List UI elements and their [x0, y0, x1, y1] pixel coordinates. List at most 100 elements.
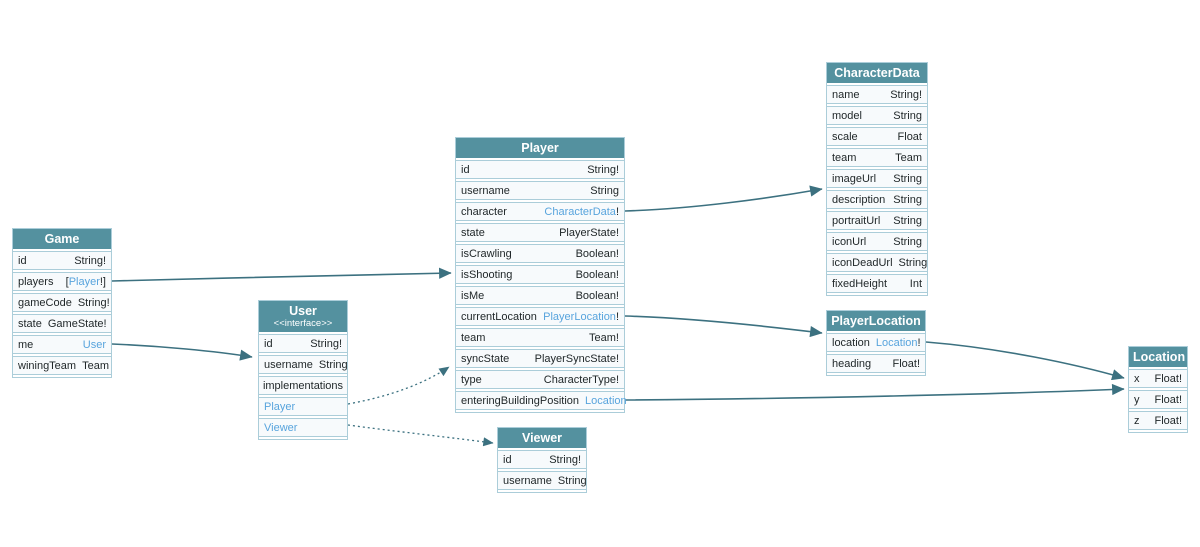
field-row-isme[interactable]: isMe Boolean! — [456, 286, 624, 305]
table-header[interactable]: Game — [13, 229, 111, 249]
field-type: String — [893, 193, 922, 206]
type-link-user[interactable]: User — [82, 338, 106, 351]
field-row-currentlocation[interactable]: currentLocation PlayerLocation! — [456, 307, 624, 326]
type-suffix: ! — [917, 336, 921, 349]
field-name: currentLocation — [461, 310, 537, 323]
field-type: String — [318, 358, 348, 371]
table-header[interactable]: User<<interface>> — [259, 301, 347, 332]
type-link-player[interactable]: Player — [68, 275, 100, 288]
type-link-location[interactable]: Location — [585, 394, 627, 407]
field-type: Boolean! — [575, 289, 619, 302]
edge-user-player-to-player — [347, 366, 450, 405]
type-suffix: ! — [615, 205, 619, 218]
field-type: PlayerSyncState! — [534, 352, 619, 365]
type-link-location[interactable]: Location — [875, 336, 918, 349]
field-name: isMe — [461, 289, 485, 302]
implementation-row-viewer[interactable]: Viewer — [259, 418, 347, 437]
field-type: String — [557, 474, 587, 487]
field-type: [Player!] — [66, 276, 106, 288]
field-row-players[interactable]: players[Player!] — [13, 272, 111, 291]
implementations-row[interactable]: implementations — [259, 376, 347, 395]
edge-playerlocation-location-to-location — [925, 341, 1125, 381]
field-name: portraitUrl — [832, 214, 881, 227]
field-name: x — [1134, 372, 1140, 385]
field-name: scale — [832, 130, 858, 143]
type-link-characterdata[interactable]: CharacterData — [544, 205, 616, 218]
table-header[interactable]: CharacterData — [827, 63, 927, 83]
table-title: User — [289, 304, 317, 318]
table-header[interactable]: Player — [456, 138, 624, 158]
type-link-playerlocation[interactable]: PlayerLocation — [543, 310, 616, 323]
type-suffix: !] — [99, 275, 106, 288]
field-type: PlayerLocation! — [543, 311, 619, 323]
field-row-x[interactable]: x Float! — [1129, 369, 1187, 388]
implementation-link[interactable]: Viewer — [264, 421, 298, 434]
field-name: imageUrl — [832, 172, 877, 185]
field-name: name — [832, 88, 860, 101]
table-header[interactable]: Viewer — [498, 428, 586, 448]
field-name: id — [18, 254, 27, 267]
field-name: team — [461, 331, 486, 344]
implementation-row-player[interactable]: Player — [259, 397, 347, 416]
field-name: iconDeadUrl — [832, 256, 893, 269]
implementation-link[interactable]: Player — [264, 400, 296, 413]
table-title: Game — [44, 232, 80, 246]
field-type: String! — [310, 337, 342, 350]
field-name: username — [461, 184, 510, 197]
type-prefix: [ — [65, 275, 69, 288]
field-type: Team — [82, 359, 109, 372]
table-header[interactable]: Location — [1129, 347, 1187, 367]
edge-game-me-to-user — [111, 343, 253, 361]
field-name: id — [461, 163, 470, 176]
field-name: team — [832, 151, 857, 164]
field-type: Float! — [1154, 372, 1182, 385]
field-type: CharacterType! — [543, 373, 619, 386]
field-name: heading — [832, 357, 872, 370]
table-header[interactable]: PlayerLocation — [827, 311, 925, 331]
